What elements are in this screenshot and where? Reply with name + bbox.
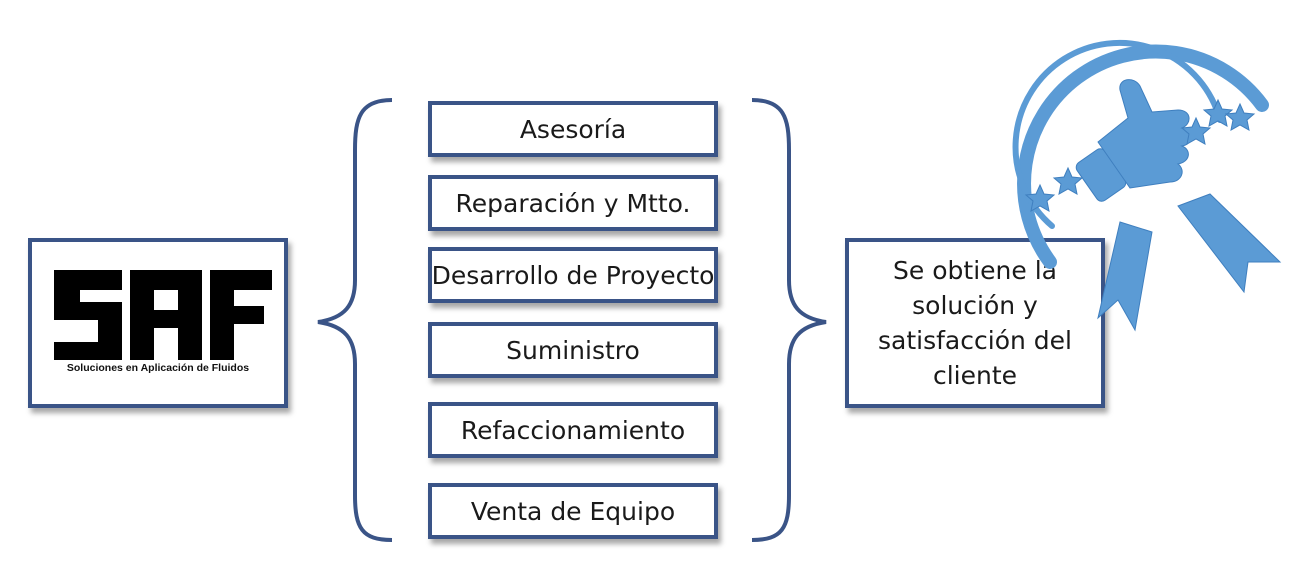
left-brace [317, 98, 393, 542]
service-box-desarrollo: Desarrollo de Proyecto [428, 247, 718, 303]
service-label: Reparación y Mtto. [455, 188, 691, 218]
logo-subtitle: Soluciones en Aplicación de Fluidos [66, 362, 250, 374]
service-label: Refaccionamiento [460, 415, 686, 445]
saf-logo-icon [54, 270, 272, 360]
company-logo-box: Soluciones en Aplicación de Fluidos [28, 238, 288, 408]
service-box-refaccionamiento: Refaccionamiento [428, 402, 718, 458]
right-brace [751, 98, 827, 542]
service-box-asesoria: Asesoría [428, 101, 718, 157]
service-label: Venta de Equipo [470, 496, 676, 526]
service-box-venta: Venta de Equipo [428, 483, 718, 539]
service-box-reparacion: Reparación y Mtto. [428, 175, 718, 231]
service-label: Asesoría [519, 114, 627, 144]
service-label: Suministro [506, 335, 640, 365]
service-label: Desarrollo de Proyecto [431, 260, 715, 290]
service-box-suministro: Suministro [428, 322, 718, 378]
result-text: Se obtiene la solución y satisfacción de… [878, 256, 1072, 390]
result-box: Se obtiene la solución y satisfacción de… [845, 238, 1105, 408]
